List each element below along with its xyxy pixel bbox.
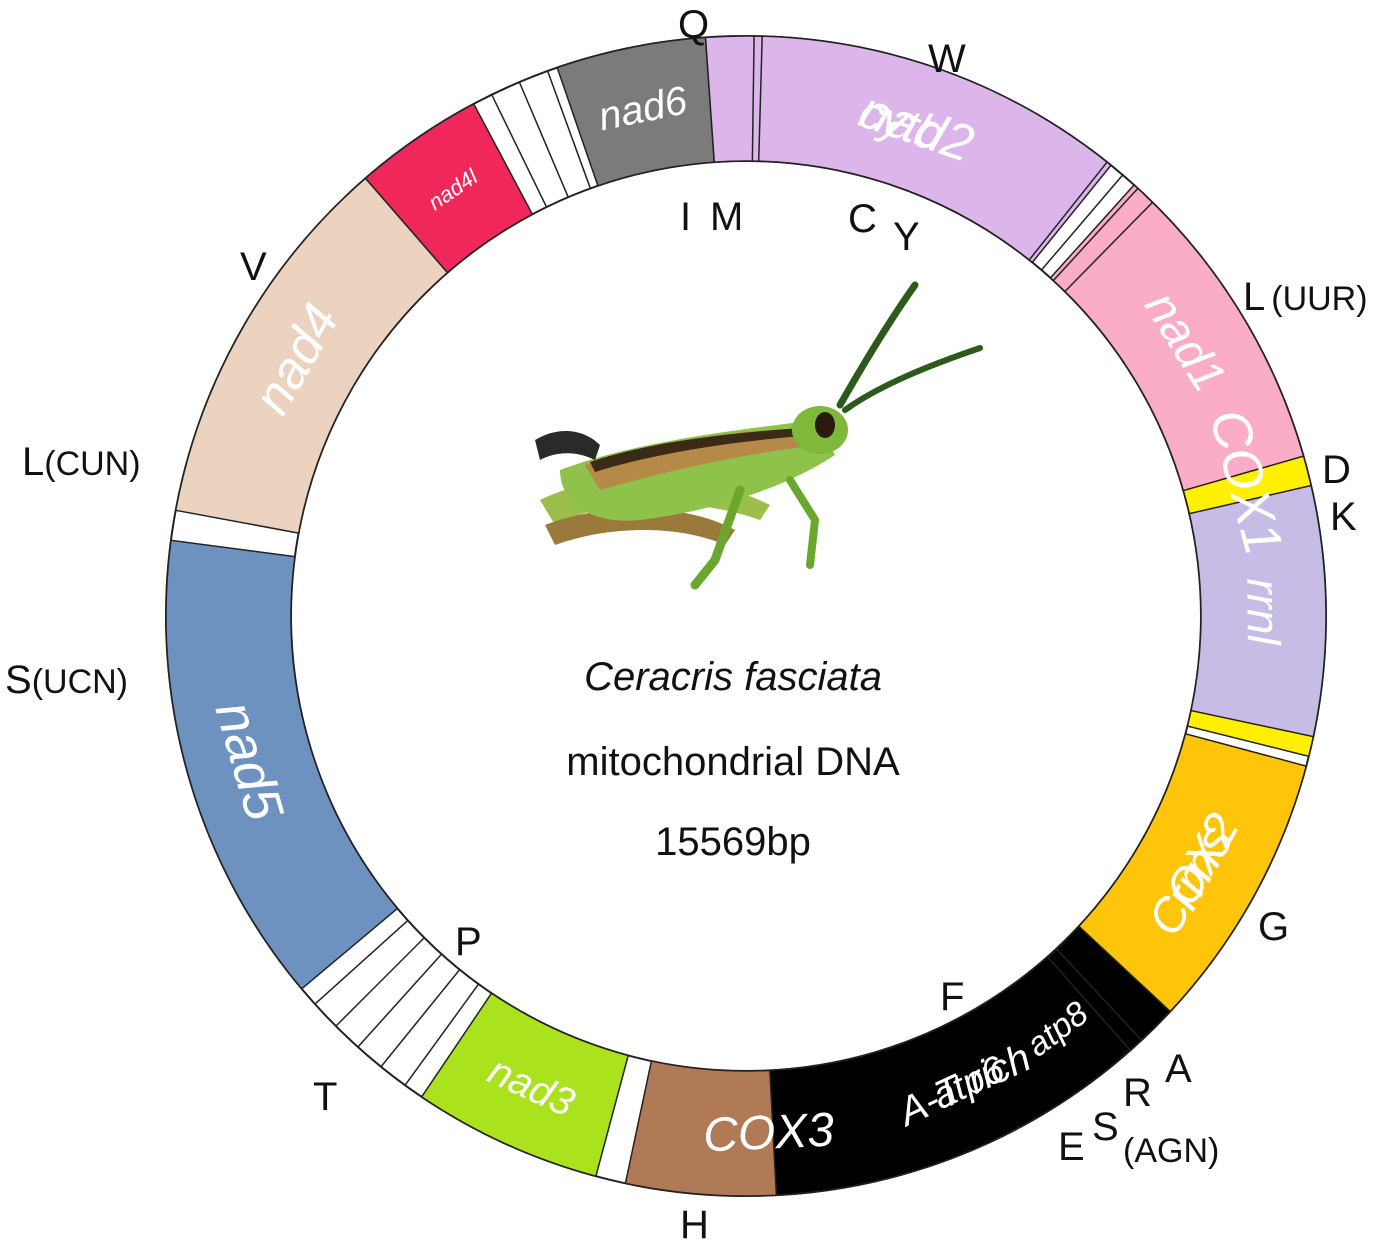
trna-divider-13 xyxy=(491,94,548,208)
gene-label-cox3: COX3 xyxy=(702,1104,835,1163)
trna-divider-2 xyxy=(1028,161,1108,261)
trna-label-k: K xyxy=(1330,495,1357,539)
genome-ring xyxy=(165,34,1327,1197)
trna-divider-4 xyxy=(1052,187,1139,282)
trna-label-l-cun: L(CUN) xyxy=(22,440,141,484)
trna-divider-1 xyxy=(757,36,763,162)
trna-divider-8 xyxy=(404,983,480,1086)
trna-divider-14 xyxy=(518,81,569,198)
trna-label-c: C xyxy=(848,197,877,241)
trna-divider-6 xyxy=(1055,948,1143,1041)
trna-divider-5 xyxy=(1064,201,1154,292)
trna-label-r: R xyxy=(1123,1071,1152,1115)
gene-segment-nad1 xyxy=(1049,183,1305,492)
grasshopper-illustration xyxy=(535,281,983,590)
trna-label-i: I xyxy=(680,195,691,239)
trna-label-d: D xyxy=(1322,448,1351,492)
trna-labels: Q I M W C Y L(UUR) D K G A R S (AGN) E F… xyxy=(5,3,1368,1245)
trna-label-e: E xyxy=(1058,1125,1085,1169)
trna-divider-7 xyxy=(1046,956,1131,1051)
gene-segment-nad5 xyxy=(165,539,399,990)
trna-divider-15 xyxy=(546,70,592,189)
trna-divider-0 xyxy=(751,36,755,162)
trna-divider-12 xyxy=(314,919,409,1005)
trna-label-m: M xyxy=(710,195,743,239)
trna-label-v: V xyxy=(240,245,267,289)
gene-segment-nad3 xyxy=(420,992,630,1178)
trna-label-h: H xyxy=(680,1203,709,1245)
trna-label-a: A xyxy=(1165,1047,1192,1091)
gene-segment-nad4l xyxy=(364,102,534,274)
trna-divider-3 xyxy=(1040,174,1124,271)
genome-type: mitochondrial DNA xyxy=(566,740,900,784)
gene-segment-rrnl xyxy=(1188,484,1327,738)
genome-size: 15569bp xyxy=(655,820,811,864)
trna-label-s-ucn: S(UCN) xyxy=(5,658,128,702)
trna-label-s-agn: S xyxy=(1092,1105,1119,1149)
gene-segment-cytb xyxy=(704,35,1113,264)
trna-label-l-uur: L(UUR) xyxy=(1243,275,1368,319)
gene-label-rrnl: rrnl xyxy=(1237,578,1290,647)
species-name: Ceracris fasciata xyxy=(584,655,882,699)
trna-label-y: Y xyxy=(893,215,920,259)
gene-segment-at-rich xyxy=(769,925,1172,1196)
trna-label-w: W xyxy=(928,37,966,81)
trna-label-p: P xyxy=(455,920,482,964)
trna-label-q: Q xyxy=(678,3,709,47)
trna-label-g: G xyxy=(1258,905,1289,949)
trna-label-agn: (AGN) xyxy=(1123,1132,1219,1170)
trna-divisions xyxy=(314,36,1154,1086)
trna-divider-10 xyxy=(357,953,443,1048)
trna-label-f: F xyxy=(940,975,964,1019)
trna-label-t: T xyxy=(313,1075,337,1119)
trna-divider-11 xyxy=(335,937,425,1027)
trna-divider-9 xyxy=(380,969,461,1068)
